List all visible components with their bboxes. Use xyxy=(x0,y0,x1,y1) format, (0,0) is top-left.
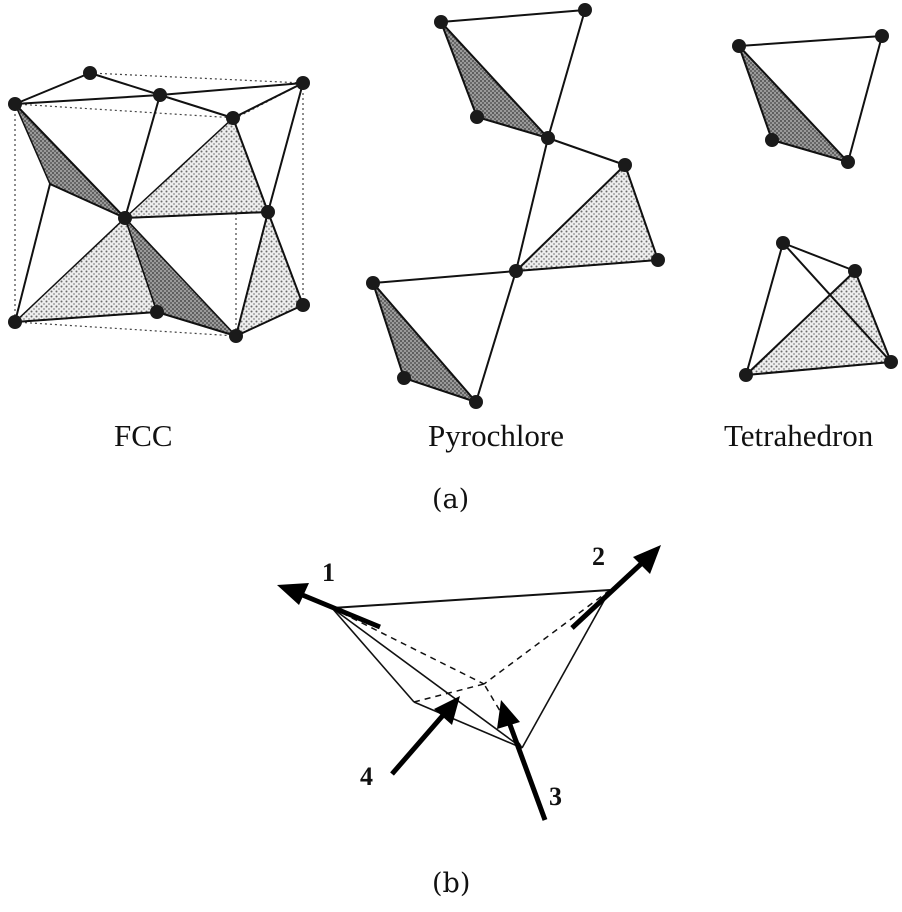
spin-arrows xyxy=(277,545,661,821)
tetrahedron-structure xyxy=(732,29,898,382)
pyrochlore-structure xyxy=(366,3,665,409)
fcc-structure xyxy=(8,66,310,343)
pyro-atoms xyxy=(366,3,665,409)
spin-arrow-4 xyxy=(390,696,460,776)
spin-arrow-2 xyxy=(570,545,661,630)
spin-label-4: 4 xyxy=(360,762,373,791)
fcc-light-face-right xyxy=(234,209,304,338)
pyro-bonds xyxy=(372,9,659,403)
spin-tetrahedron xyxy=(331,589,611,749)
fcc-light-face-upper-right xyxy=(122,116,270,219)
spin-label-2: 2 xyxy=(592,542,605,571)
label-tetrahedron: Tetrahedron xyxy=(724,418,874,453)
fcc-atoms xyxy=(8,66,310,343)
label-pyrochlore: Pyrochlore xyxy=(428,418,565,453)
fcc-bonds xyxy=(14,72,304,337)
tetra-light-face xyxy=(743,269,893,376)
spin-label-1: 1 xyxy=(322,558,335,587)
spin-label-3: 3 xyxy=(549,782,562,811)
spin-arrow-1 xyxy=(277,583,381,630)
panel-a-caption: (a) xyxy=(432,484,470,515)
spin-arrow-3 xyxy=(497,700,548,821)
label-fcc: FCC xyxy=(114,418,173,453)
panel-b-caption: (b) xyxy=(432,868,471,899)
